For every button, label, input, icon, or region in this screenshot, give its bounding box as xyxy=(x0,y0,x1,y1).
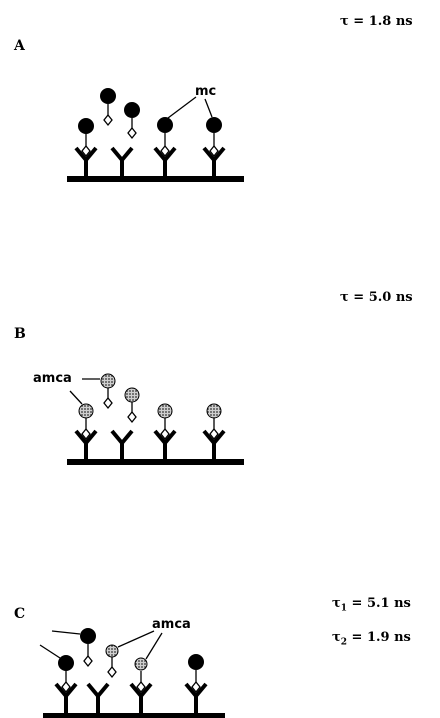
diamond-antigen-icon xyxy=(136,680,146,694)
panel-b-lifetime: τ = 5.0 ns xyxy=(340,290,413,305)
surface-bar xyxy=(67,459,244,465)
mc-sphere xyxy=(100,88,116,104)
mc-sphere xyxy=(58,655,74,671)
antibody-y-icon xyxy=(184,682,208,713)
panel-b-label: B xyxy=(14,326,26,342)
diamond-antigen-icon xyxy=(209,427,219,441)
callout-leader xyxy=(167,96,197,119)
antibody-y-icon xyxy=(86,682,110,713)
antibody-y-icon xyxy=(74,429,98,459)
mc-sphere xyxy=(206,117,222,133)
diamond-antigen-icon xyxy=(61,680,71,694)
antibody-y-icon xyxy=(74,146,98,176)
amca-sphere xyxy=(134,657,148,671)
antibody-y-icon xyxy=(202,429,226,459)
diamond-antigen-icon xyxy=(127,126,137,140)
panel-a-lifetime: τ = 1.8 ns xyxy=(340,14,413,29)
antibody-y-icon xyxy=(129,682,153,713)
surface-bar xyxy=(43,713,225,718)
antibody-y-icon xyxy=(110,146,134,176)
surface-bar xyxy=(67,176,244,182)
callout-leader xyxy=(69,390,83,405)
mc-sphere xyxy=(80,628,96,644)
amca-sphere xyxy=(100,373,116,389)
antibody-y-icon xyxy=(54,682,78,713)
antibody-y-icon xyxy=(202,146,226,176)
panel-b-amca-callout: amca xyxy=(33,371,72,386)
amca-sphere xyxy=(206,403,222,419)
amca-sphere xyxy=(157,403,173,419)
callout-leader xyxy=(145,632,163,660)
mc-sphere xyxy=(188,654,204,670)
diamond-antigen-icon xyxy=(81,427,91,441)
callout-leader xyxy=(51,630,81,635)
diamond-antigen-icon xyxy=(160,144,170,158)
panel-a-label: A xyxy=(14,38,25,54)
diamond-antigen-icon xyxy=(191,680,201,694)
diamond-antigen-icon xyxy=(107,665,117,679)
panel-c xyxy=(39,628,225,718)
antibody-y-icon xyxy=(153,429,177,459)
mc-sphere xyxy=(78,118,94,134)
antibody-y-icon xyxy=(110,429,134,459)
mc-sphere xyxy=(124,102,140,118)
amca-sphere xyxy=(78,403,94,419)
panel-a xyxy=(67,88,244,182)
diamond-antigen-icon xyxy=(127,410,137,424)
amca-sphere xyxy=(105,644,119,658)
diamond-antigen-icon xyxy=(81,144,91,158)
callout-leader xyxy=(204,98,213,118)
panel-a-mc-callout: mc xyxy=(195,84,217,99)
panel-b xyxy=(67,373,244,465)
amca-sphere xyxy=(124,387,140,403)
panel-c-lifetime-1: τ1 = 5.1 ns xyxy=(332,596,411,614)
callout-leader xyxy=(39,644,61,659)
diamond-antigen-icon xyxy=(83,654,93,668)
diamond-antigen-icon xyxy=(103,113,113,127)
panel-c-lifetime-2: τ2 = 1.9 ns xyxy=(332,630,411,648)
diamond-antigen-icon xyxy=(209,144,219,158)
mc-sphere xyxy=(157,117,173,133)
diamond-antigen-icon xyxy=(160,427,170,441)
panel-c-label: C xyxy=(14,606,26,622)
diamond-antigen-icon xyxy=(103,396,113,410)
callout-leader xyxy=(117,630,155,648)
panel-c-amca-callout: amca xyxy=(152,617,191,632)
antibody-y-icon xyxy=(153,146,177,176)
